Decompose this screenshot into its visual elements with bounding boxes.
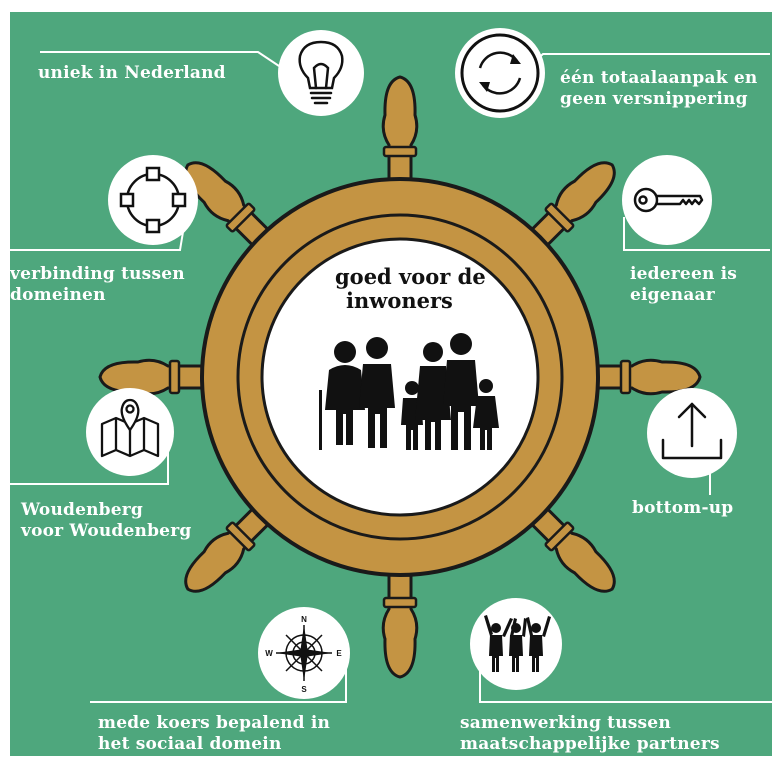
wheel-spoke bbox=[184, 501, 276, 593]
svg-text:W: W bbox=[265, 649, 273, 658]
icon-circle-key bbox=[622, 155, 712, 245]
label-line: bottom-up bbox=[632, 498, 734, 518]
center-title: goed voor de inwoners bbox=[280, 265, 520, 313]
label-bottom-up: bottom-up bbox=[632, 498, 733, 519]
label-line: maatschappelijke partners bbox=[460, 734, 720, 754]
icon-circle-people bbox=[470, 598, 562, 690]
center-title-line1: goed voor de bbox=[335, 264, 486, 289]
center-title-line2: inwoners bbox=[346, 288, 453, 313]
wheel-spokes bbox=[98, 75, 702, 679]
label-uniek: uniek in Nederland bbox=[38, 63, 226, 84]
label-totaalaanpak: één totaalaanpak en geen versnippering bbox=[560, 68, 757, 110]
infographic: goed voor de inwoners bbox=[10, 12, 772, 756]
svg-text:S: S bbox=[301, 685, 307, 694]
label-line: Woudenberg bbox=[21, 500, 144, 520]
label-eigenaar: iedereen is eigenaar bbox=[630, 264, 737, 306]
key-icon bbox=[633, 187, 704, 213]
icon-circle-compass: N S W E bbox=[258, 607, 350, 699]
label-verbinding: verbinding tussen domeinen bbox=[10, 264, 185, 306]
wheel-spoke bbox=[381, 75, 419, 189]
map-pin-icon bbox=[100, 398, 160, 458]
people-raising-hands-icon bbox=[484, 615, 551, 672]
wheel-spoke bbox=[184, 161, 276, 253]
connector-line bbox=[90, 667, 347, 703]
label-line: het sociaal domein bbox=[98, 734, 282, 754]
label-line: uniek in Nederland bbox=[38, 63, 226, 83]
svg-text:E: E bbox=[336, 649, 342, 658]
wheel-spoke bbox=[588, 358, 702, 396]
connector-lines bbox=[10, 51, 772, 703]
label-line: voor Woudenberg bbox=[21, 521, 192, 541]
cycle-arrows-icon bbox=[460, 33, 540, 113]
label-woudenberg: Woudenberg voor Woudenberg bbox=[21, 500, 191, 542]
label-line: geen versnippering bbox=[560, 89, 748, 109]
label-line: verbinding tussen bbox=[10, 264, 185, 284]
label-line: iedereen is bbox=[630, 264, 738, 284]
wheel-spoke bbox=[524, 501, 616, 593]
label-line: mede koers bepalend in bbox=[98, 713, 331, 733]
family-icon bbox=[319, 333, 499, 450]
wheel-spoke bbox=[381, 565, 419, 679]
upload-arrow-icon bbox=[661, 402, 723, 460]
svg-text:N: N bbox=[301, 615, 307, 624]
icon-circle-network bbox=[108, 155, 198, 245]
connector-line bbox=[479, 662, 772, 703]
label-line: domeinen bbox=[10, 285, 106, 305]
connector-line bbox=[10, 452, 169, 485]
label-samenwerking: samenwerking tussen maatschappelijke par… bbox=[460, 713, 720, 755]
label-line: eigenaar bbox=[630, 285, 715, 305]
network-circle-icon bbox=[119, 166, 187, 234]
icon-circle-map bbox=[86, 388, 174, 476]
icon-circle-cycle bbox=[455, 28, 545, 118]
label-koers: mede koers bepalend in het sociaal domei… bbox=[98, 713, 330, 755]
lightbulb-icon bbox=[298, 40, 344, 105]
icon-circle-lightbulb bbox=[278, 30, 364, 116]
wheel-spoke bbox=[98, 358, 212, 396]
connector-line bbox=[623, 217, 770, 251]
label-line: één totaalaanpak en bbox=[560, 68, 758, 88]
icon-circle-upload bbox=[647, 388, 737, 478]
label-line: samenwerking tussen bbox=[460, 713, 671, 733]
compass-rose-icon: N S W E bbox=[265, 615, 342, 694]
wheel-spoke bbox=[524, 161, 616, 253]
